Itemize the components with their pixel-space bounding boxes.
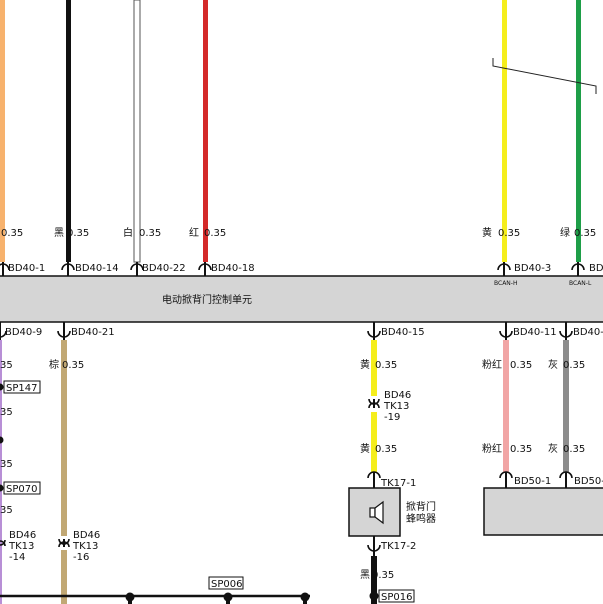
- pin-tk17-2: TK17-2: [380, 541, 416, 552]
- terminal-bd40-gray: [559, 330, 573, 338]
- wire-pink-gauge-2: 0.35: [510, 444, 532, 455]
- wire-pink-color-2: 粉红: [482, 442, 502, 455]
- inline-yellow-line3: -19: [384, 412, 400, 423]
- inline-terminal-left-bottom: [0, 540, 6, 547]
- pin-bd40-11: BD40-11: [513, 327, 557, 338]
- wire-pink-color: 粉红: [482, 358, 502, 371]
- splice-box-sp016: [378, 589, 415, 603]
- inline-terminal-left: [0, 539, 6, 546]
- terminal-bd40-11: [499, 330, 513, 338]
- wire-red-gauge: 0.35: [204, 228, 226, 239]
- wire-yellow-color-1: 黄: [360, 358, 370, 371]
- wire-white-gauge: 0.35: [139, 228, 161, 239]
- wire-pink: [503, 340, 509, 472]
- wire-black: [66, 0, 71, 262]
- left-gauge-1: 35: [0, 360, 13, 371]
- pin-bd40-3: BD40-3: [514, 263, 551, 274]
- inline-brown-line1: BD46: [73, 530, 100, 541]
- pin-bd40-14: BD40-14: [75, 263, 119, 274]
- splice-dot-sp016: [369, 591, 379, 601]
- splice-dot-sp070: [0, 484, 4, 492]
- speaker-icon: [369, 500, 384, 525]
- wire-pink-gauge: 0.35: [510, 360, 532, 371]
- splice-sp016: SP016: [381, 592, 412, 603]
- wire-red-color: 红: [189, 226, 199, 239]
- left-gauge-4: 35: [0, 505, 13, 516]
- wire-black-gauge: 0.35: [67, 228, 89, 239]
- inline-left-line1: BD46: [9, 530, 36, 541]
- terminal-tk17-2: [367, 544, 381, 552]
- wire-yellow-gauge: 0.35: [498, 228, 520, 239]
- inline-brown-line2: TK13: [72, 541, 98, 552]
- wire-black-out-color: 黑: [360, 569, 370, 581]
- buzzer-label-2: 蜂鸣器: [406, 512, 436, 525]
- control-module: [0, 275, 603, 323]
- wire-green-gauge: 0.35: [574, 228, 596, 239]
- splice-sp070: SP070: [6, 484, 37, 495]
- pin-bd50-gray: BD50-: [574, 476, 603, 487]
- inline-brown-line3: -16: [73, 552, 89, 563]
- wire-purple: [0, 340, 2, 604]
- pin-bd40-22: BD40-22: [142, 263, 186, 274]
- splice-box-sp006: [208, 576, 244, 590]
- wire-orange: [0, 0, 5, 262]
- pin-bd40-18: BD40-18: [211, 263, 255, 274]
- pin-bd40-gray: BD40-: [573, 327, 603, 338]
- wire-brown: [61, 340, 67, 604]
- wire-gray-gauge-2: 0.35: [563, 444, 585, 455]
- terminal-bd40-9: [0, 330, 7, 338]
- wire-brown-gauge: 0.35: [62, 360, 84, 371]
- splice-sp147: SP147: [6, 383, 37, 394]
- wire-yellow: [502, 0, 507, 262]
- left-gauge-2: 35: [0, 407, 13, 418]
- inline-yellow-line2: TK13: [383, 401, 409, 412]
- inline-left-line3: -14: [9, 552, 25, 563]
- wire-green-color: 绿: [560, 226, 570, 239]
- junction-dot-left-1: [0, 436, 4, 444]
- module-label: 电动掀背门控制单元: [162, 293, 252, 306]
- wire-black-color: 黑: [54, 227, 64, 239]
- pin-bd40-15: BD40-15: [381, 327, 425, 338]
- pin-bd40-9: BD40-9: [5, 327, 42, 338]
- inline-yellow-line1: BD46: [384, 390, 411, 401]
- pin-bd50-1: BD50-1: [514, 476, 551, 487]
- right-module-box: [483, 487, 603, 536]
- pin-bd40-21: BD40-21: [71, 327, 115, 338]
- wire-orange-gauge: 0.35: [1, 228, 23, 239]
- wire-black-out: [371, 556, 377, 604]
- wire-brown-color: 棕: [49, 358, 59, 371]
- pin-bd40-1: BD40-1: [8, 263, 45, 274]
- buzzer-label-1: 掀背门: [406, 500, 436, 513]
- splice-sp006: SP006: [211, 579, 242, 590]
- bus-label-can-h: BCAN-H: [494, 280, 517, 287]
- wire-yellow-color-2: 黄: [360, 442, 370, 455]
- wire-gray-gauge: 0.35: [563, 360, 585, 371]
- wire-black-out-gauge: 0.35: [372, 570, 394, 581]
- bus-label-can-l: BCAN-L: [569, 280, 592, 287]
- terminal-bd40-15: [367, 330, 381, 338]
- wire-yellow-color: 黄: [482, 226, 492, 239]
- pin-bd-green: BD: [589, 263, 603, 274]
- wire-gray: [563, 340, 569, 472]
- wire-gray-color: 灰: [548, 358, 558, 371]
- inline-left-line2: TK13: [8, 541, 34, 552]
- wire-white: [133, 0, 141, 263]
- wire-green: [576, 0, 581, 262]
- terminal-bd40-21: [57, 330, 71, 338]
- wire-yellow-gauge-2: 0.35: [375, 444, 397, 455]
- wire-yellow-gauge-1: 0.35: [375, 360, 397, 371]
- splice-box-sp070: [3, 481, 41, 495]
- splice-dot-sp147: [0, 383, 4, 391]
- wire-gray-color-2: 灰: [548, 442, 558, 455]
- splice-box-sp147: [3, 380, 41, 394]
- wire-red: [203, 0, 208, 262]
- left-gauge-3: 35: [0, 459, 13, 470]
- wire-white-color: 白: [123, 226, 133, 239]
- pin-tk17-1: TK17-1: [380, 478, 416, 489]
- twisted-pair-marker: [492, 58, 597, 94]
